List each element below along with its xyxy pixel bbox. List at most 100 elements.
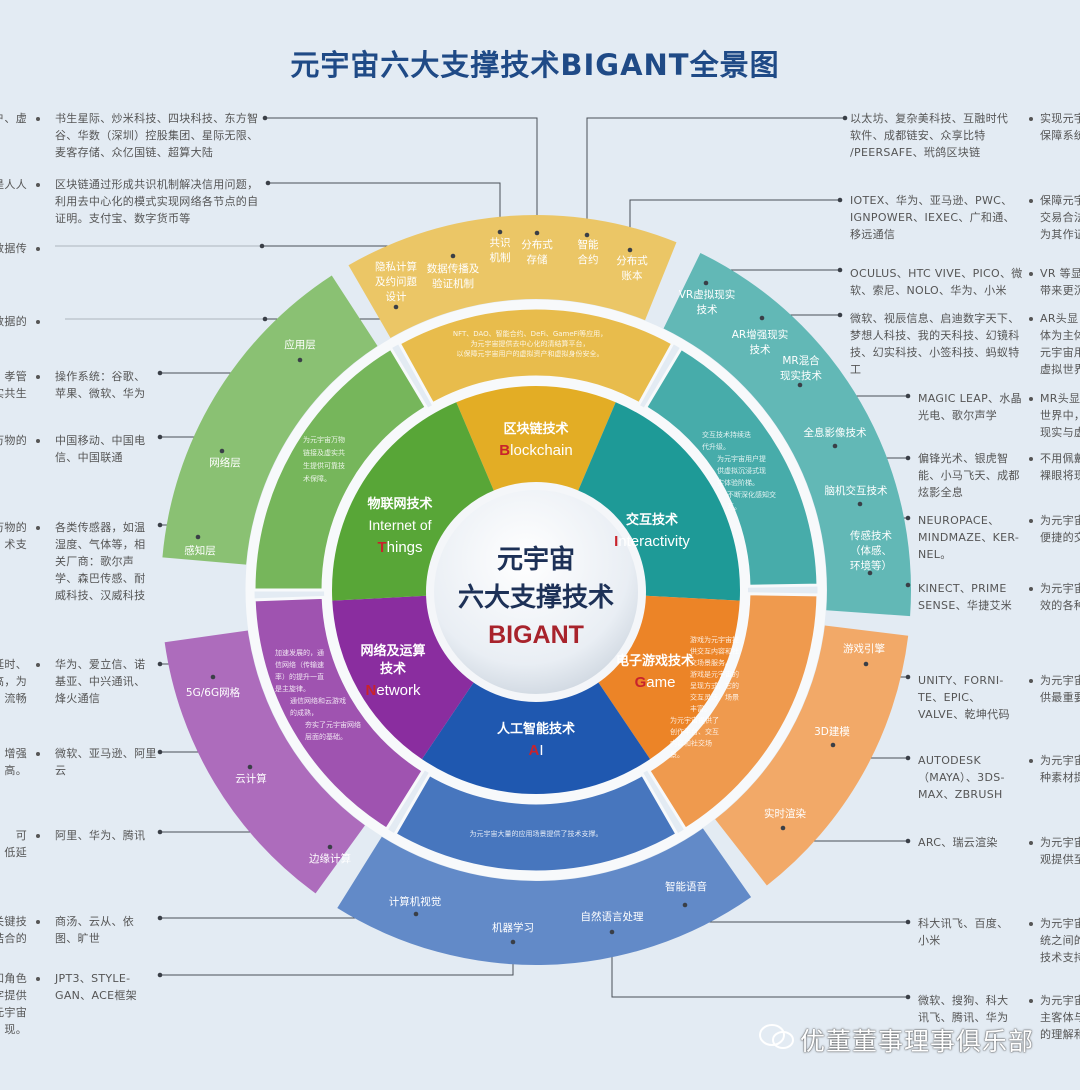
tech-title2-network: 技术 (380, 661, 406, 677)
bullet-dot (1029, 272, 1033, 276)
tech-english-rest: I (539, 742, 543, 759)
tech-title-interactivity: 交互技术 (626, 512, 678, 528)
outer-label-interactivity: 技术 (750, 343, 771, 356)
bullet-dot (1029, 999, 1033, 1003)
middle-note-iot: 术保障。 (303, 474, 331, 483)
leader-dot (842, 115, 848, 121)
leader-dot (905, 455, 911, 461)
outer-segment-ai (337, 828, 752, 965)
middle-note-game: 交互灵活，场景 (690, 693, 739, 702)
tech-english-pre-iot: Internet of (368, 517, 431, 533)
leader-dot (905, 515, 911, 521)
bullet-dot (36, 663, 40, 667)
leader-dot (534, 230, 540, 236)
right-fragment: VR 等显 带来更沉 (1040, 267, 1080, 297)
bullet-dot (36, 526, 40, 530)
outer-label-network: 边缘计算 (309, 852, 351, 865)
outer-label-blockchain: 智能 (578, 238, 599, 251)
middle-note-interactivity: 实体验阶梯。 (717, 478, 759, 487)
left-fragment: 万物的 术支 (0, 521, 27, 551)
outer-label-blockchain: 分布式 (521, 238, 553, 251)
bullet-dot (1029, 199, 1033, 203)
middle-note-network: 层面的基础。 (305, 732, 347, 741)
tech-initial: N (365, 682, 376, 699)
bullet-dot (1029, 922, 1033, 926)
tech-initial: G (635, 674, 647, 691)
outer-label-interactivity: 脑机交互技术 (825, 484, 888, 497)
leader-dot (682, 902, 688, 908)
middle-segment-game (646, 592, 820, 832)
middle-segment-blockchain (397, 306, 675, 406)
left-companies: 中国移动、中国电 信、中国联通 (55, 434, 146, 464)
middle-note-interactivity: 不断深化感知交 (727, 490, 776, 499)
outer-label-blockchain: 数据传播及 (427, 262, 480, 275)
bullet-dot (36, 439, 40, 443)
left-fragment: 数据传 (0, 242, 27, 255)
middle-note-interactivity: 互。 (727, 503, 741, 511)
middle-note-game: 游戏是元宇宙的 (690, 670, 739, 679)
bullet-dot (36, 117, 40, 121)
white-separator-ring (245, 299, 827, 881)
leader-dot (297, 357, 303, 363)
tech-english-rest: nteractivity (618, 533, 690, 550)
leader-dot (393, 304, 399, 310)
outer-label-game: 实时渲染 (764, 807, 806, 820)
center-disc (426, 482, 646, 702)
tech-english-rest: ame (646, 674, 675, 691)
left-companies: 各类传感器，如温 湿度、气体等，相 关厂商：歌尔声 学、森巴传感、耐 威科技、汉… (55, 521, 146, 602)
tech-initial: A (528, 742, 539, 759)
leader-line (268, 182, 501, 232)
middle-note-network: 率）的提升一直 (275, 672, 324, 681)
leader-dot (797, 382, 803, 388)
outer-label-blockchain: 账本 (622, 269, 643, 282)
outer-label-blockchain: 存储 (527, 253, 548, 266)
center-line3: BIGANT (488, 621, 584, 649)
tech-title-blockchain: 区块链技术 (503, 421, 568, 437)
middle-note-iot: 生提供可靠技 (303, 461, 345, 470)
leader-dot (905, 674, 911, 680)
tech-english-rest: hings (387, 539, 423, 556)
bullet-dot (36, 320, 40, 324)
right-fragment: 为元宇宙 主客体与 的理解和 (1040, 994, 1080, 1041)
right-companies: IOTEX、华为、亚马逊、PWC、 IGNPOWER、IEXEC、广和通、 移远… (850, 194, 1015, 241)
leader-dot (157, 915, 163, 921)
bullet-dot (1029, 519, 1033, 523)
outer-label-network: 5G/6G网格 (186, 686, 241, 699)
leader-dot (210, 674, 216, 680)
outer-label-blockchain: 验证机制 (432, 277, 474, 290)
middle-note-interactivity: 代升级。 (702, 442, 730, 451)
outer-label-interactivity: 传感技术 (850, 529, 892, 542)
outer-segment-blockchain (348, 214, 677, 338)
tech-initial: I (614, 533, 618, 550)
leader-dot (497, 229, 503, 235)
middle-note-game: 呈现方式，它的 (690, 681, 739, 690)
right-companies: 科大讯飞、百度、 小米 (918, 917, 1009, 947)
middle-segment-interactivity (643, 346, 820, 588)
leader-dot (905, 393, 911, 399)
right-companies: 微软、视辰信息、启迪数字天下、 梦想人科技、我的天科技、幻镜科 技、幻实科技、小… (850, 312, 1020, 376)
left-fragment: 是人人 (0, 178, 27, 191)
outer-label-interactivity: 技术 (697, 303, 718, 316)
right-companies: NEUROPACE、 MINDMAZE、KER- NEL。 (918, 514, 1020, 561)
left-companies: 操作系统：谷歌、 苹果、微软、华为 (55, 370, 146, 400)
leader-dot (157, 972, 163, 978)
outer-label-iot: 应用层 (284, 338, 316, 351)
bullet-dot (1029, 317, 1033, 321)
tech-english-iot: Things (377, 539, 422, 556)
tech-title-ai: 人工智能技术 (497, 721, 575, 737)
middle-note-game: 供交互内容和社 (690, 647, 739, 656)
middle-note-game: 为元宇宙提供了 (670, 716, 719, 725)
wechat-icon (759, 1024, 794, 1049)
middle-note-network: 夯实了元宇宙网络 (305, 720, 361, 729)
right-fragment: AR头显 体为主体 元宇宙用 虚拟世界 (1040, 312, 1080, 376)
right-fragment: 保障元宇 交易合法 为其作证 (1040, 194, 1080, 241)
outer-label-blockchain: 合约 (578, 253, 599, 266)
left-fragment: 和角色 字提供 元宇宙 现。 (0, 972, 27, 1036)
watermark: 优董董事理事俱乐部 (800, 1027, 1035, 1056)
leader-dot (157, 749, 163, 755)
outer-label-interactivity: 环境等） (850, 559, 892, 572)
leader-dot (157, 522, 163, 528)
middle-note-game: 交场景服务。 (690, 658, 732, 667)
outer-segment-game (715, 625, 909, 886)
left-fragment: 万物的 (0, 434, 27, 447)
